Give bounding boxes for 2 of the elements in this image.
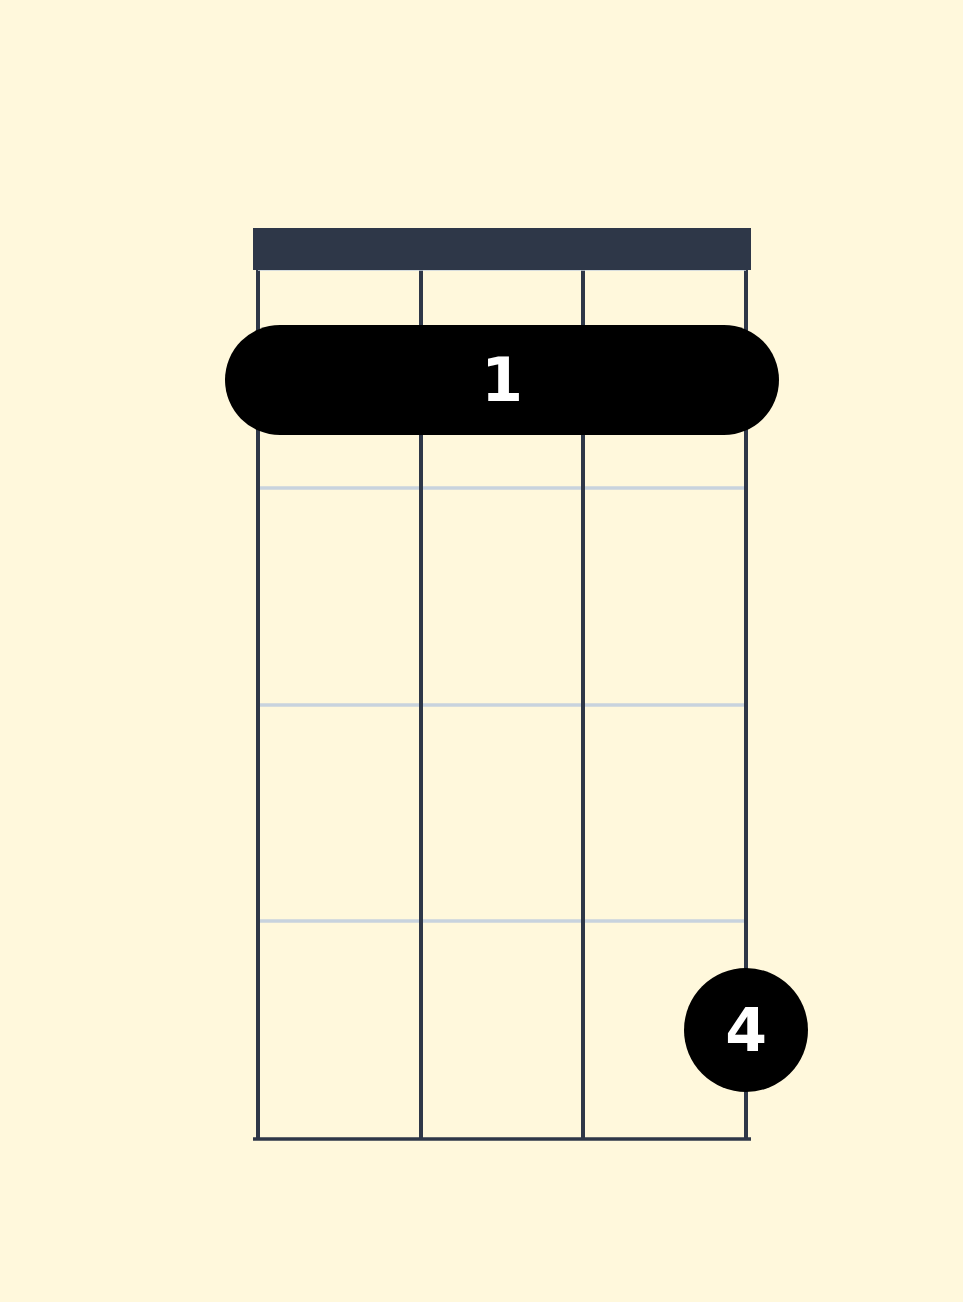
finger-number: 4 xyxy=(725,1000,767,1060)
finger-number: 1 xyxy=(481,350,523,410)
